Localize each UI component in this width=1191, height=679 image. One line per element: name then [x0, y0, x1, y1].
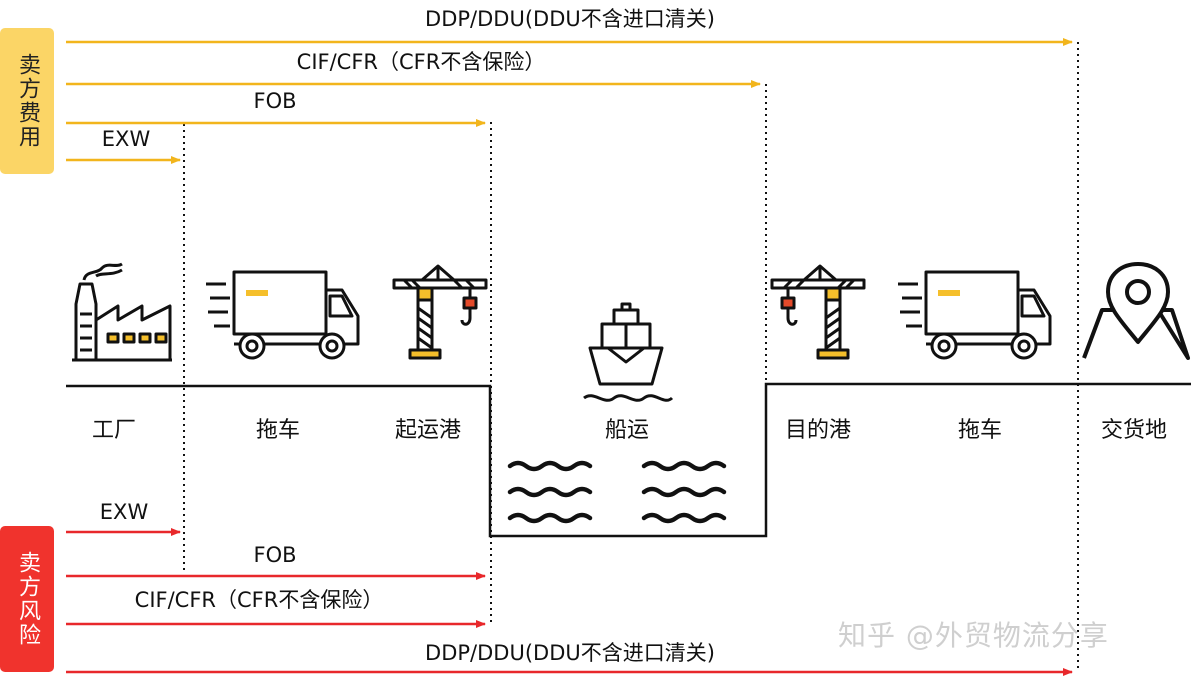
- seller-cost-tag: 卖方费用: [0, 28, 54, 174]
- ship-icon: [583, 302, 674, 402]
- stage-label-origin-port: 起运港: [394, 418, 462, 443]
- truck-icon: [898, 270, 1052, 360]
- factory-icon: [72, 262, 172, 362]
- cost-arrows: [66, 38, 1073, 164]
- location-map-icon: [1082, 262, 1190, 360]
- cost-arrow-cif-label: CIF/CFR（CFR不含保险）: [296, 50, 546, 74]
- risk-arrow-exw-label: EXW: [99, 500, 149, 524]
- risk-arrows: [66, 528, 1073, 676]
- stage-label-factory: 工厂: [91, 418, 137, 443]
- risk-arrow-cif-label: CIF/CFR（CFR不含保险）: [134, 588, 384, 612]
- cost-arrow-ddp-label: DDP/DDU(DDU不含进口清关): [425, 7, 715, 31]
- risk-arrow-fob-label: FOB: [253, 543, 297, 567]
- cost-arrow-exw-label: EXW: [101, 127, 151, 151]
- crane-icon: [392, 264, 488, 360]
- stage-label-destination-port: 目的港: [784, 418, 852, 443]
- truck-icon: [206, 270, 360, 360]
- stage-label-truck-origin: 拖车: [255, 418, 301, 443]
- crane-icon: [770, 264, 866, 360]
- stage-label-delivery-place: 交货地: [1100, 418, 1168, 443]
- risk-arrow-ddp-label: DDP/DDU(DDU不含进口清关): [425, 641, 715, 665]
- ground-line: [66, 382, 1191, 538]
- seller-cost-tag-label: 卖方费用: [15, 53, 40, 149]
- cost-arrow-fob-label: FOB: [253, 89, 297, 113]
- seller-risk-tag: 卖方风险: [0, 526, 54, 672]
- waves-icon: [507, 460, 727, 524]
- stage-label-shipping: 船运: [604, 418, 650, 443]
- seller-risk-tag-label: 卖方风险: [15, 551, 40, 647]
- watermark: 知乎 @外贸物流分享: [838, 619, 1109, 652]
- stage-label-truck-destination: 拖车: [957, 418, 1003, 443]
- boundary-lines: [183, 42, 1079, 672]
